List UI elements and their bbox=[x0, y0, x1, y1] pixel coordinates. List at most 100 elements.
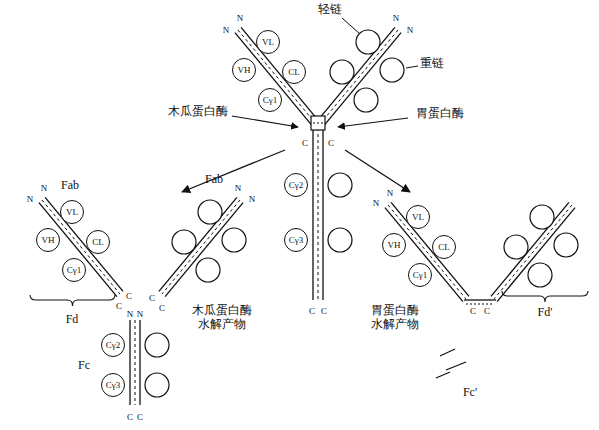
terminus-label: N bbox=[237, 13, 244, 23]
part-label: 胃蛋白酶 bbox=[416, 107, 464, 121]
part-label: 轻链 bbox=[318, 3, 342, 17]
terminus-label: C bbox=[328, 138, 334, 148]
chain-edge bbox=[322, 128, 323, 300]
domain-circle: VH bbox=[36, 228, 60, 252]
terminus-label: N bbox=[137, 309, 144, 319]
disulfide-bond bbox=[313, 122, 323, 123]
pointer-arrow bbox=[232, 116, 298, 127]
domain-circle bbox=[328, 173, 352, 197]
terminus-label: N bbox=[373, 198, 380, 208]
cleavage-arrow bbox=[182, 150, 285, 192]
part-label: Fd bbox=[66, 313, 79, 327]
terminus-label: C bbox=[126, 291, 132, 301]
domain-circle: VH bbox=[232, 58, 256, 82]
domain-circle: Cγ3 bbox=[284, 228, 308, 252]
terminus-label: C bbox=[484, 306, 490, 316]
domain-circle: Cγ1 bbox=[258, 88, 282, 112]
domain-circle: CL bbox=[432, 235, 456, 259]
domain-circle: Cγ2 bbox=[101, 333, 125, 357]
terminus-label: C bbox=[159, 303, 165, 313]
domain-label: Cγ1 bbox=[413, 271, 427, 280]
chain-divider bbox=[318, 128, 319, 300]
terminus-label: N bbox=[223, 25, 230, 35]
domain-label: CL bbox=[288, 68, 300, 77]
part-label: Fc bbox=[78, 359, 90, 373]
fd-prime-brace bbox=[502, 291, 588, 302]
domain-circle: VH bbox=[382, 233, 406, 257]
hinge-region bbox=[311, 116, 325, 130]
terminus-label: N bbox=[41, 183, 48, 193]
domain-circle bbox=[145, 333, 169, 357]
chain-edge bbox=[312, 128, 313, 300]
domain-circle: VL bbox=[256, 30, 280, 54]
terminus-label: C bbox=[321, 306, 327, 316]
fc-stem bbox=[313, 128, 323, 300]
hinge-bond bbox=[464, 299, 496, 300]
terminus-label: C bbox=[470, 306, 476, 316]
domain-label: Cγ1 bbox=[263, 96, 277, 105]
part-label: 胃蛋白酶 水解产物 bbox=[369, 304, 421, 332]
domain-label: VH bbox=[42, 236, 55, 245]
domain-circle bbox=[530, 205, 554, 229]
chain-divider bbox=[135, 320, 136, 405]
terminus-label: N bbox=[127, 309, 134, 319]
domain-circle bbox=[145, 373, 169, 397]
domain-label: CL bbox=[438, 243, 450, 252]
domain-circle: VL bbox=[406, 205, 430, 229]
domain-label: Cγ2 bbox=[106, 341, 120, 350]
pointer-arrow bbox=[338, 118, 408, 127]
leader-line bbox=[406, 66, 418, 68]
domain-circle bbox=[354, 88, 378, 112]
terminus-label: C bbox=[149, 293, 155, 303]
domain-circle bbox=[196, 258, 220, 282]
domain-circle: Cγ3 bbox=[101, 373, 125, 397]
domain-label: VL bbox=[66, 208, 78, 217]
part-label: Fd' bbox=[538, 306, 553, 320]
part-label: 重链 bbox=[420, 57, 444, 71]
domain-label: VL bbox=[412, 213, 424, 222]
domain-label: Cγ3 bbox=[289, 236, 303, 245]
domain-circle bbox=[330, 60, 354, 84]
fd-brace bbox=[30, 295, 115, 306]
terminus-label: N bbox=[235, 183, 242, 193]
domain-circle bbox=[504, 235, 528, 259]
domain-circle bbox=[554, 233, 578, 257]
part-label: Fc' bbox=[463, 386, 477, 400]
terminus-label: C bbox=[302, 138, 308, 148]
terminus-label: N bbox=[387, 188, 394, 198]
domain-circle: VL bbox=[60, 200, 84, 224]
fc-prime-fragment bbox=[436, 372, 450, 378]
chain-edge bbox=[129, 320, 130, 405]
terminus-label: C bbox=[137, 412, 143, 422]
domain-circle bbox=[328, 228, 352, 252]
domain-label: Cγ3 bbox=[106, 381, 120, 390]
leader-line bbox=[342, 18, 360, 34]
cleavage-arrow bbox=[345, 150, 410, 192]
domain-label: Cγ2 bbox=[289, 181, 303, 190]
domain-circle: CL bbox=[86, 230, 110, 254]
domain-circle bbox=[222, 228, 246, 252]
part-label: 木瓜蛋白酶 水解产物 bbox=[190, 304, 254, 332]
domain-circle bbox=[356, 30, 380, 54]
terminus-label: N bbox=[249, 194, 256, 204]
domain-circle: Cγ1 bbox=[408, 263, 432, 287]
domain-label: Cγ1 bbox=[67, 266, 81, 275]
part-label: 木瓜蛋白酶 bbox=[168, 105, 228, 119]
chain-edge bbox=[139, 320, 140, 405]
terminus-label: N bbox=[407, 25, 414, 35]
domain-circle: Cγ1 bbox=[62, 258, 86, 282]
domain-circle: CL bbox=[282, 60, 306, 84]
part-label: Fab bbox=[61, 179, 79, 193]
fc-prime-fragment bbox=[440, 349, 455, 356]
domain-circle: Cγ2 bbox=[284, 173, 308, 197]
disulfide-bond bbox=[466, 303, 494, 304]
domain-circle bbox=[528, 263, 552, 287]
domain-label: VH bbox=[388, 241, 401, 250]
terminus-label: C bbox=[116, 301, 122, 311]
terminus-label: N bbox=[27, 194, 34, 204]
terminus-label: C bbox=[309, 306, 315, 316]
domain-label: VH bbox=[238, 66, 251, 75]
domain-label: CL bbox=[92, 238, 104, 247]
domain-circle bbox=[172, 230, 196, 254]
